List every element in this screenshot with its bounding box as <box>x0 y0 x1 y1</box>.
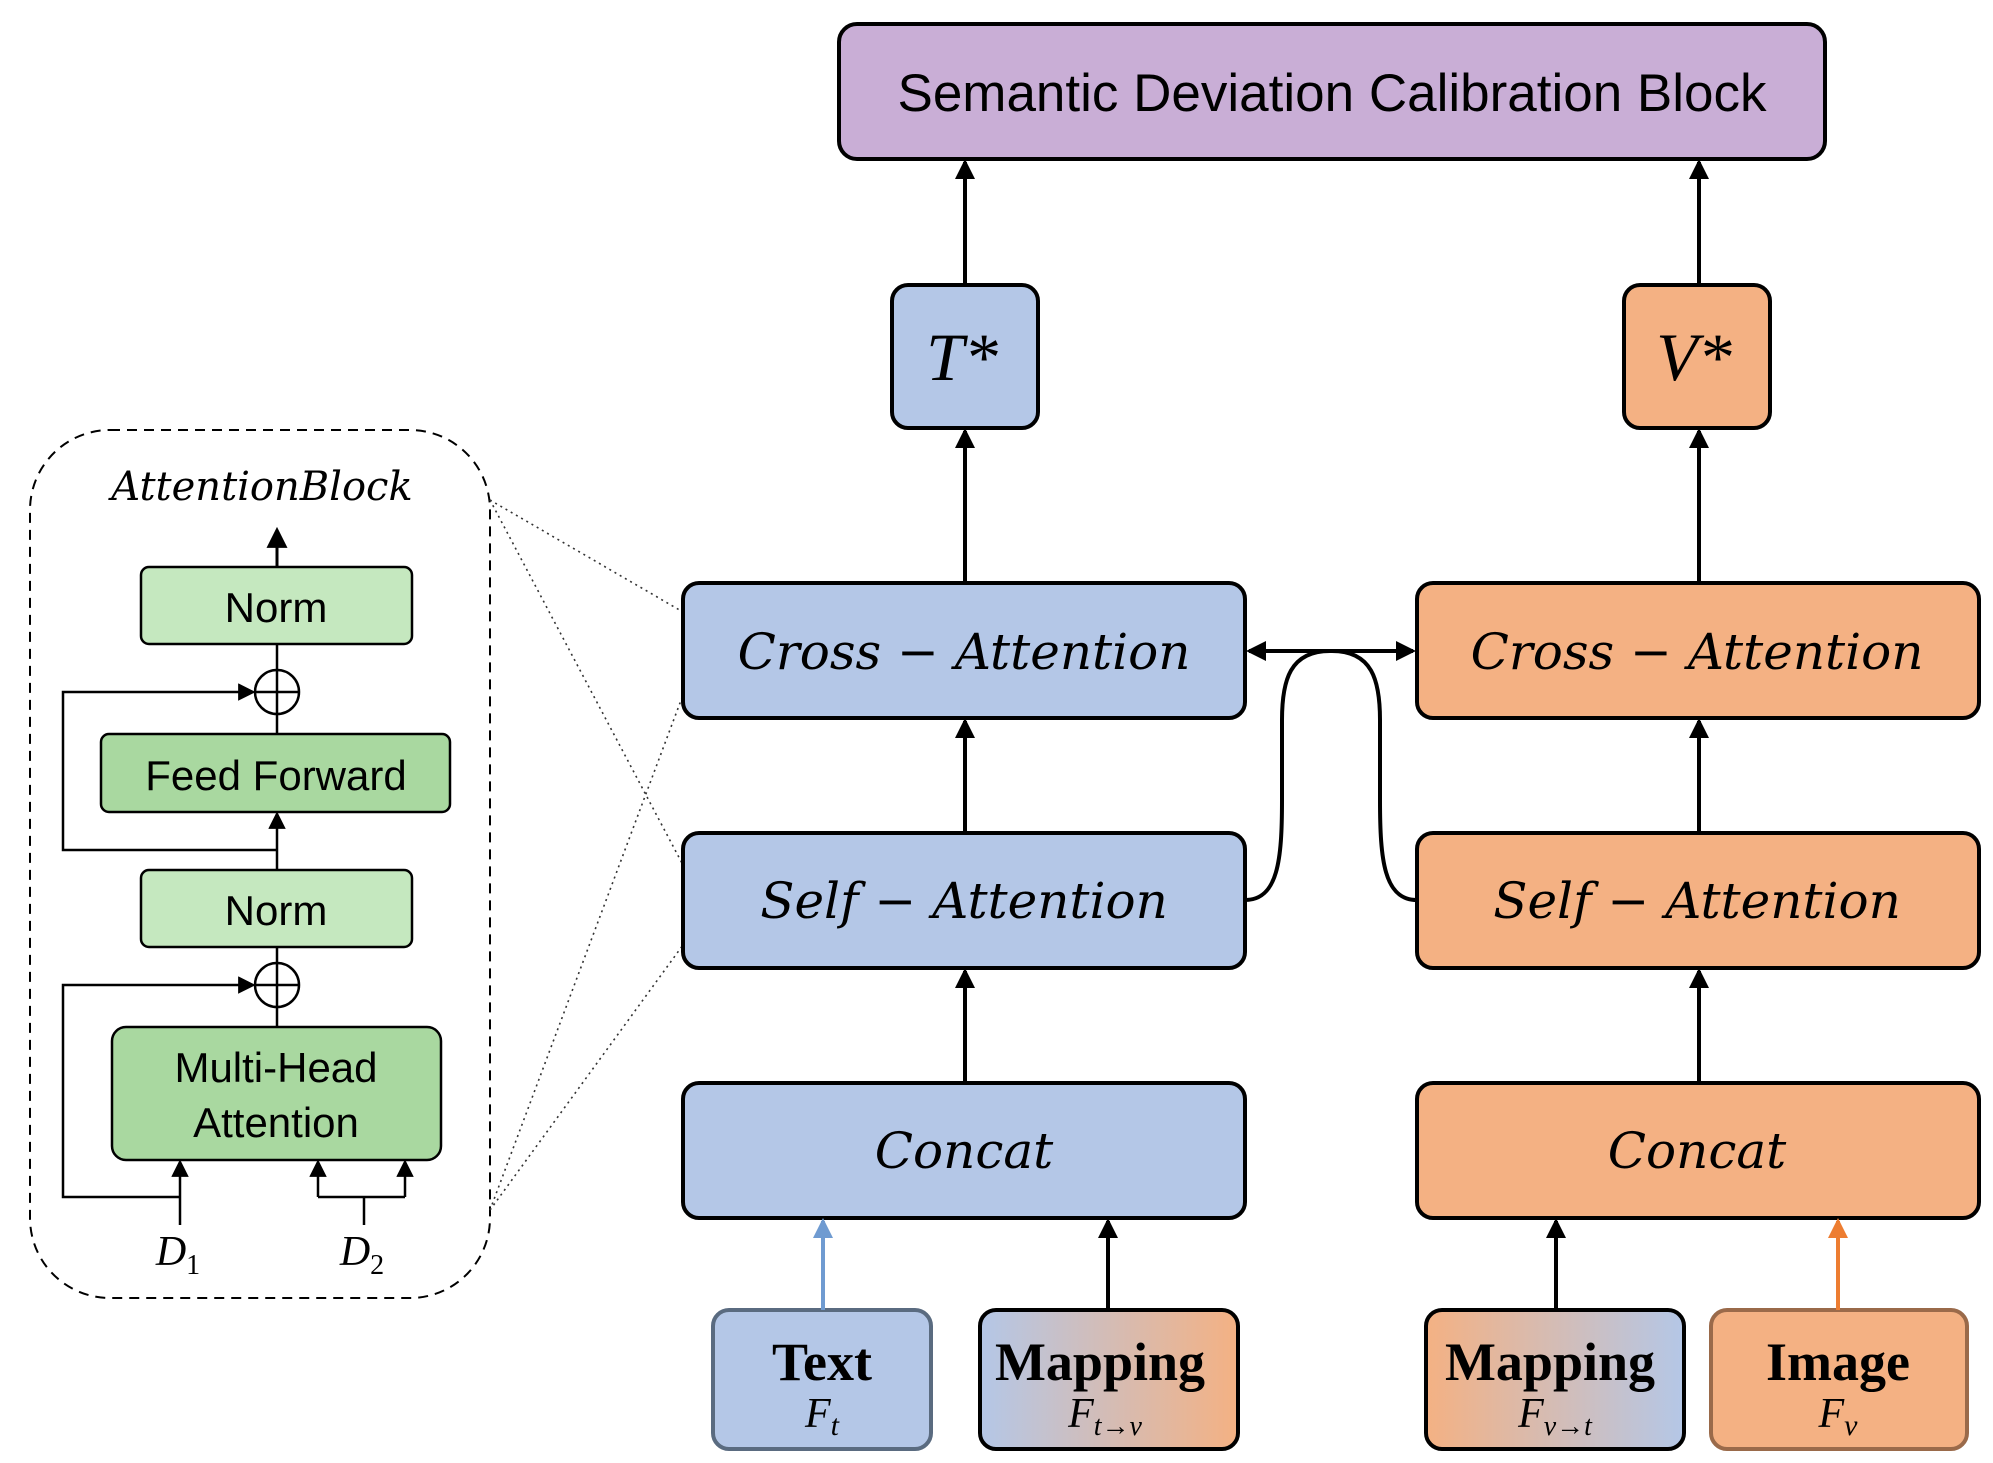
input-image-box: Image Fv <box>1709 1308 1969 1451</box>
t-star-box: T* <box>890 283 1040 430</box>
attention-block-frame <box>29 429 491 1299</box>
calibration-block-label: Semantic Deviation Calibration Block <box>897 64 1767 123</box>
ab-mha-line2: Attention <box>193 1099 359 1146</box>
input-image-symbol: Fv <box>1818 1391 1859 1442</box>
ab-mha-line1: Multi-Head <box>174 1044 377 1091</box>
input-image-label: Image <box>1766 1332 1910 1392</box>
text-self-attention-box: Self − Attention <box>681 831 1247 970</box>
attention-block-title: AttentionBlock <box>107 464 412 510</box>
text-concat-label: Concat <box>875 1122 1054 1180</box>
ab-add-bottom-icon <box>253 961 301 1009</box>
input-mapping-tv-label: Mapping <box>995 1332 1205 1392</box>
ab-feed-forward-label: Feed Forward <box>145 752 406 799</box>
input-mapping-vt-box: Mapping Fv→t <box>1424 1308 1686 1451</box>
text-cross-attention-label: Cross − Attention <box>738 623 1191 681</box>
calibration-block: Semantic Deviation Calibration Block <box>837 22 1827 161</box>
ab-add-top-icon <box>253 668 301 716</box>
ab-norm-bottom-label: Norm <box>225 887 328 934</box>
t-star-label: T* <box>926 319 998 395</box>
ab-norm-top-box: Norm <box>139 565 414 646</box>
image-cross-attention-label: Cross − Attention <box>1471 623 1924 681</box>
ab-residual-ff <box>61 683 277 852</box>
text-cross-attention-box: Cross − Attention <box>681 581 1247 720</box>
input-mapping-tv-symbol: Ft→v <box>1067 1391 1142 1442</box>
input-mapping-tv-box: Mapping Ft→v <box>978 1308 1240 1451</box>
v-star-label: V* <box>1656 319 1732 395</box>
ab-multi-head-attention-box: Multi-Head Attention <box>110 1025 443 1162</box>
image-self-attention-box: Self − Attention <box>1415 831 1981 970</box>
arrow-text-self-to-image-cross <box>1244 641 1416 902</box>
ab-feed-forward-box: Feed Forward <box>99 732 452 814</box>
input-text-symbol: Ft <box>804 1391 840 1442</box>
text-self-attention-label: Self − Attention <box>760 872 1168 930</box>
arrow-image-self-to-text-cross <box>1246 641 1418 902</box>
input-mapping-vt-label: Mapping <box>1445 1332 1655 1392</box>
ab-norm-bottom-box: Norm <box>139 868 414 949</box>
image-self-attention-label: Self − Attention <box>1493 872 1901 930</box>
ab-norm-top-label: Norm <box>225 584 328 631</box>
ab-d2-label: D2 <box>339 1229 384 1281</box>
image-concat-label: Concat <box>1608 1122 1787 1180</box>
ab-residual-mha <box>61 976 256 1199</box>
input-text-box: Text Ft <box>711 1308 933 1451</box>
image-cross-attention-box: Cross − Attention <box>1415 581 1981 720</box>
image-concat-box: Concat <box>1415 1081 1981 1220</box>
input-text-label: Text <box>772 1332 872 1392</box>
v-star-box: V* <box>1622 283 1772 430</box>
text-concat-box: Concat <box>681 1081 1247 1220</box>
ab-d1-label: D1 <box>155 1229 200 1281</box>
zoom-lines <box>489 499 684 1211</box>
input-mapping-vt-symbol: Fv→t <box>1517 1391 1593 1442</box>
